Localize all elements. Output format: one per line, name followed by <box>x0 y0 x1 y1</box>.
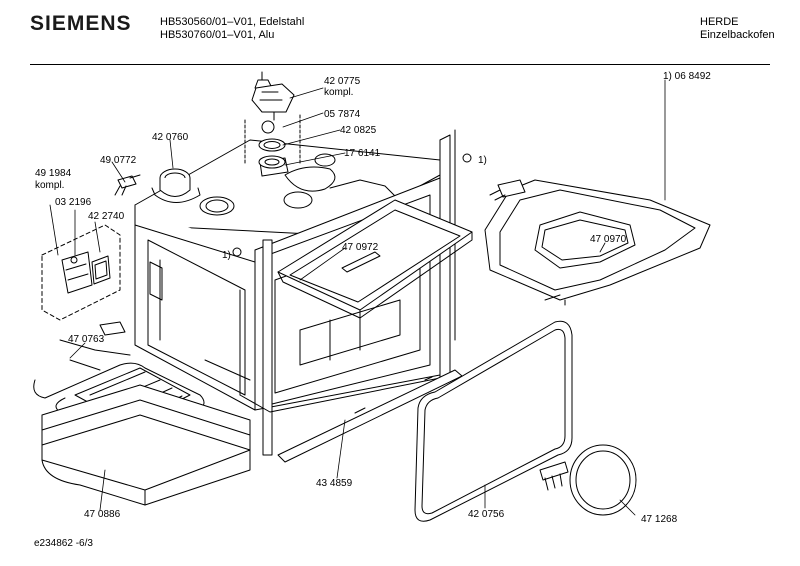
category-line: Einzelbackofen <box>700 29 775 41</box>
part-label-068492: 1) 06 8492 <box>663 71 711 82</box>
part-label-420775: 42 0775 <box>324 76 361 87</box>
door-seal <box>414 320 573 522</box>
footnote-marker: 1) <box>222 250 231 261</box>
switch-part <box>114 174 141 196</box>
category-line: HERDE <box>700 16 739 28</box>
part-label-490772: 49 0772 <box>100 155 137 166</box>
part-label-422740: 42 2740 <box>88 211 125 222</box>
part-note-420775: kompl. <box>324 87 353 98</box>
footnote-marker: 1) <box>478 155 487 166</box>
part-note-491984: kompl. <box>35 180 64 191</box>
part-label-176141: 17 6141 <box>344 148 381 159</box>
drawing-id: e234862 -6/3 <box>34 538 93 549</box>
part-label-032196: 03 2196 <box>55 197 92 208</box>
brand-logo: SIEMENS <box>30 12 132 35</box>
switch-assembly-box <box>41 224 121 321</box>
part-label-471268: 47 1268 <box>641 514 678 525</box>
part-label-420825: 42 0825 <box>340 125 377 136</box>
part-label-470886: 47 0886 <box>84 509 121 520</box>
product-category: HERDE Einzelbackofen <box>700 16 775 42</box>
oven-tray <box>277 199 473 319</box>
vent-assembly <box>151 168 201 203</box>
header-rule <box>30 64 770 65</box>
model-list: HB530560/01–V01, Edelstahl HB530760/01–V… <box>160 16 304 42</box>
part-label-420756: 42 0756 <box>468 509 505 520</box>
insulation-mat <box>41 384 251 506</box>
leader-lines <box>49 79 666 516</box>
part-labels: 42 0775 kompl. 05 7874 42 0825 17 6141 4… <box>35 71 711 525</box>
thermostat-assembly <box>244 71 301 177</box>
circular-heating-element <box>539 444 637 516</box>
part-label-470763: 47 0763 <box>68 334 105 345</box>
top-heating-element <box>484 179 711 306</box>
model-line: HB530560/01–V01, Edelstahl <box>160 16 305 28</box>
part-label-420760: 42 0760 <box>152 132 189 143</box>
part-label-470972: 47 0972 <box>342 242 379 253</box>
model-line: HB530760/01–V01, Alu <box>160 29 275 41</box>
part-label-057874: 05 7874 <box>324 109 361 120</box>
part-label-470970: 47 0970 <box>590 234 627 245</box>
part-label-434859: 43 4859 <box>316 478 353 489</box>
part-label-491984: 49 1984 <box>35 168 72 179</box>
